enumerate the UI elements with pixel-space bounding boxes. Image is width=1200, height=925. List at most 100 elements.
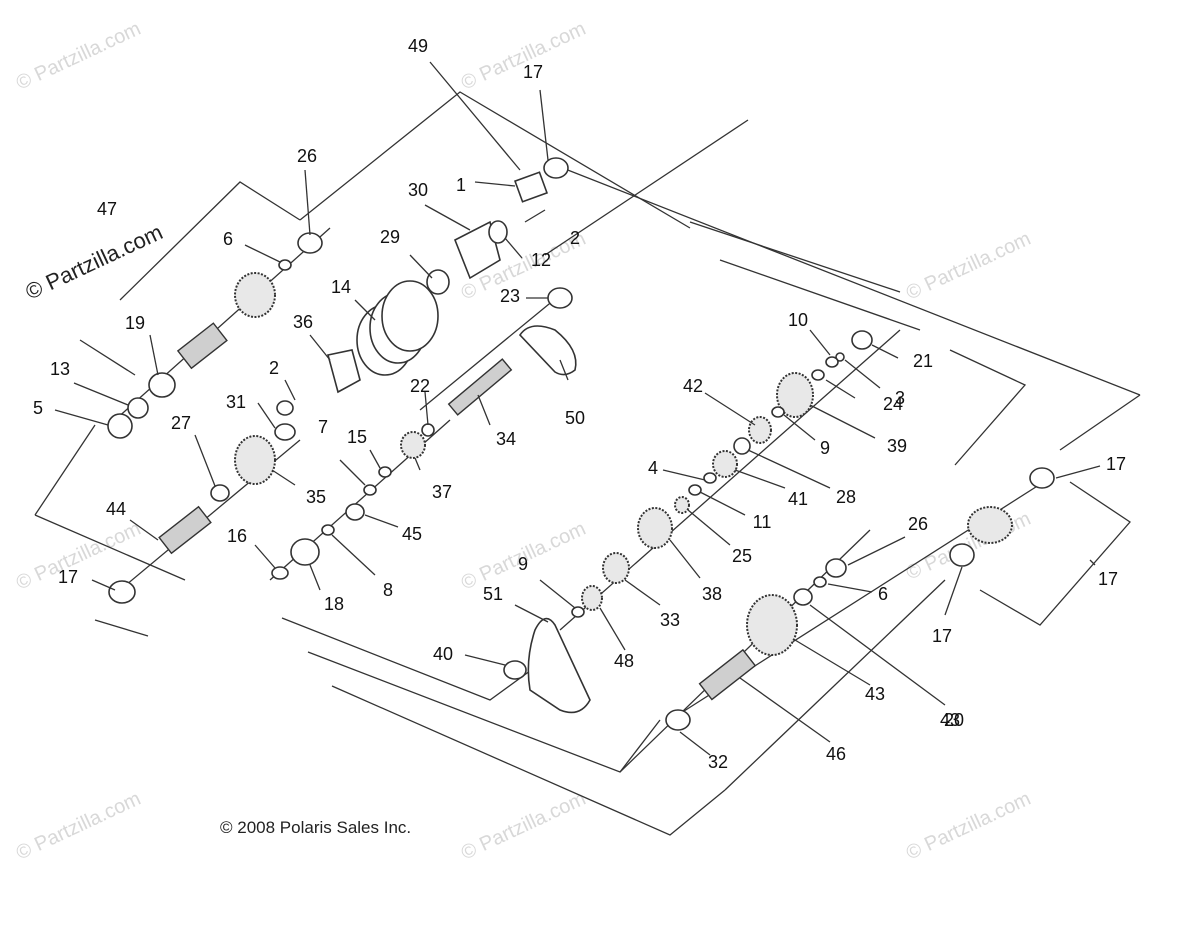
callout-51: 51: [483, 584, 503, 604]
callout-20: 20: [944, 710, 964, 730]
callout-27: 27: [171, 413, 191, 433]
callout-45: 45: [402, 524, 422, 544]
callout-39: 39: [887, 436, 907, 456]
callout-21: 21: [913, 351, 933, 371]
gear-33: [602, 552, 630, 584]
bearing-23: [547, 287, 573, 309]
callout-34: 34: [496, 429, 516, 449]
bearing-17e: [665, 709, 691, 731]
watermark-text: © Partzilla.com: [903, 788, 1034, 865]
frame-lines: [34, 91, 1141, 836]
gear-45: [345, 503, 365, 521]
callout-22: 22: [410, 376, 430, 396]
ring-9b: [571, 606, 585, 618]
callout-29: 29: [380, 227, 400, 247]
chain-51: [527, 617, 591, 714]
callout-9: 9: [518, 554, 528, 574]
callout-18: 18: [324, 594, 344, 614]
ring-28: [733, 437, 751, 455]
gear-38: [637, 507, 673, 549]
bearing-20: [503, 660, 527, 680]
gear-25: [674, 496, 690, 514]
callout-47: 47: [97, 199, 117, 219]
bushing-27: [210, 484, 230, 502]
callout-14: 14: [331, 277, 351, 297]
callout-9: 9: [820, 438, 830, 458]
plate-stack-14c: [381, 280, 439, 352]
callout-10: 10: [788, 310, 808, 330]
shaft-top: [176, 322, 228, 370]
callout-13: 13: [50, 359, 70, 379]
watermark-text: © Partzilla.com: [458, 18, 589, 95]
gear-top: [234, 272, 276, 318]
bearing-26: [297, 232, 323, 254]
gear-46: [746, 594, 798, 656]
copyright-label: © 2008 Polaris Sales Inc.: [220, 818, 411, 837]
callout-6: 6: [878, 584, 888, 604]
callout-24: 24: [883, 394, 903, 414]
ring-6: [278, 259, 292, 271]
callout-26: 26: [297, 146, 317, 166]
gear-41: [712, 450, 738, 478]
callout-17: 17: [523, 62, 543, 82]
gear-42: [748, 416, 772, 444]
ring-9: [771, 406, 785, 418]
callout-41: 41: [788, 489, 808, 509]
ring-10: [825, 356, 839, 368]
ring-6b: [813, 576, 827, 588]
callout-31: 31: [226, 392, 246, 412]
callout-12: 12: [531, 250, 551, 270]
housing-36: [327, 349, 361, 394]
callout-17: 17: [58, 567, 78, 587]
bearing-21: [851, 330, 873, 350]
callout-8: 8: [383, 580, 393, 600]
callout-17: 17: [1098, 569, 1118, 589]
callout-23: 23: [500, 286, 520, 306]
callout-3: 3: [895, 388, 905, 408]
chain-50: [518, 325, 577, 376]
callout-15: 15: [347, 427, 367, 447]
watermark-layer: © Partzilla.com © Partzilla.com © Partzill…: [13, 18, 1034, 865]
watermark-text: © Partzilla.com: [13, 18, 144, 95]
bearing-26b: [825, 558, 847, 578]
ring-24: [811, 369, 825, 381]
callout-2: 2: [269, 358, 279, 378]
ring-3: [835, 352, 845, 362]
callout-44: 44: [106, 499, 126, 519]
ring-8: [321, 524, 335, 536]
callout-11: 11: [753, 512, 772, 532]
bearing-19: [148, 372, 176, 398]
shaft-32: [698, 648, 757, 701]
ring-11: [688, 484, 702, 496]
callout-28: 28: [836, 487, 856, 507]
shaft-34: [447, 358, 513, 416]
plate-49: [513, 171, 549, 203]
callout-5: 5: [33, 398, 43, 418]
callout-43: 43: [940, 710, 960, 730]
bearing-17c: [1029, 467, 1055, 489]
callout-40: 40: [433, 644, 453, 664]
callout-7: 7: [318, 417, 328, 437]
callout-42: 42: [683, 376, 703, 396]
callout-43: 43: [865, 684, 885, 704]
callout-32: 32: [708, 752, 728, 772]
callout-4: 4: [648, 458, 658, 478]
callout-leaders: [54, 61, 1101, 756]
circlip-5: [107, 413, 133, 439]
ring-15: [378, 466, 392, 478]
bearing-22: [421, 423, 435, 437]
bearing-17b: [543, 157, 569, 179]
callout-38: 38: [702, 584, 722, 604]
plate-39: [776, 372, 814, 418]
brand-label: © Partzilla.com: [22, 219, 167, 304]
callout-46: 46: [826, 744, 846, 764]
gear-48: [967, 506, 1013, 544]
ring-16: [271, 566, 289, 580]
callout-49: 49: [408, 36, 428, 56]
snap-ring-13: [127, 397, 149, 419]
callout-33: 33: [660, 610, 680, 630]
callout-26: 26: [908, 514, 928, 534]
